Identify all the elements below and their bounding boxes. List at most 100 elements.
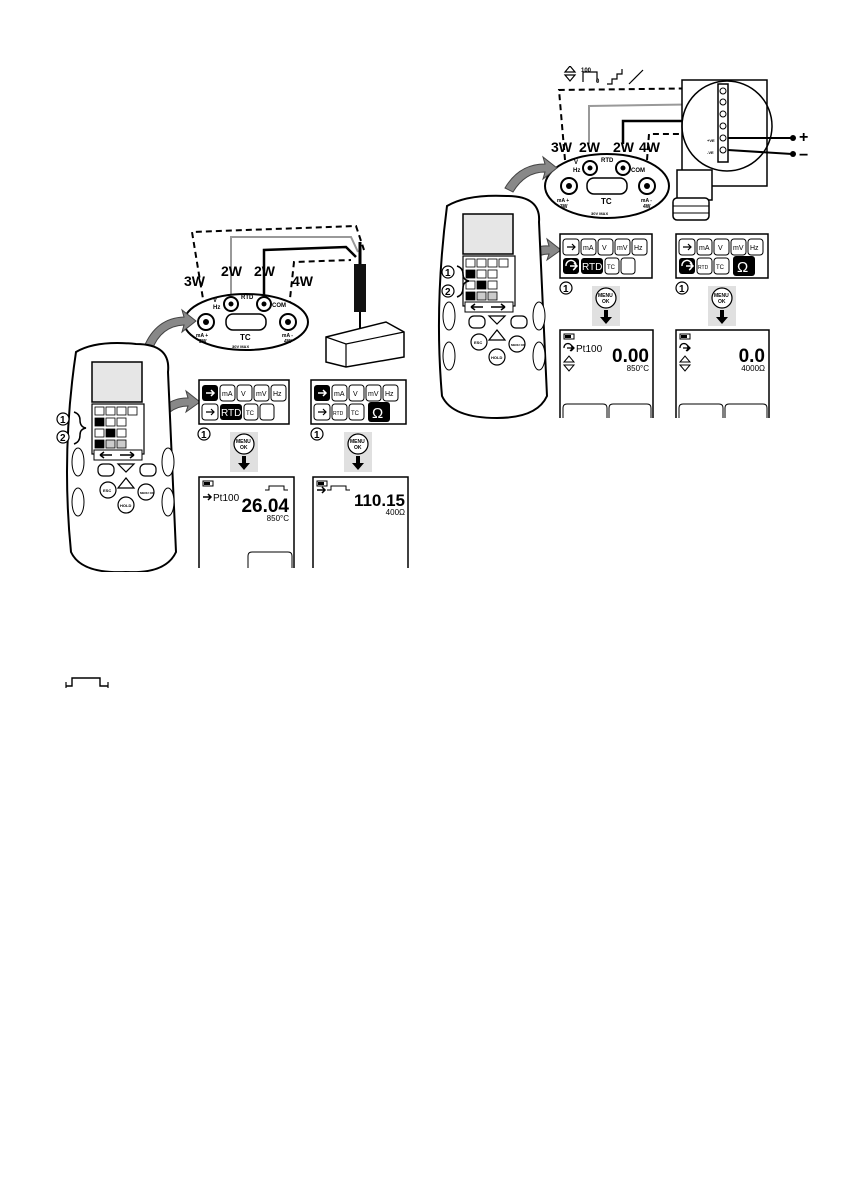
svg-text:2W: 2W — [613, 139, 635, 155]
left-step-b: 1 MENU OK — [310, 427, 372, 472]
left-label-2w-b: 2W — [254, 263, 276, 279]
resistor-icon — [65, 677, 109, 688]
svg-text:850°C: 850°C — [267, 514, 290, 523]
svg-text:RTD: RTD — [601, 158, 614, 164]
svg-text:HOLD: HOLD — [120, 503, 131, 508]
svg-text:Hz: Hz — [634, 245, 643, 252]
svg-text:26.04: 26.04 — [241, 496, 289, 517]
svg-text:1: 1 — [445, 268, 451, 279]
svg-text:MENU: MENU — [350, 439, 365, 445]
svg-text:Hz: Hz — [213, 305, 220, 311]
svg-text:3W: 3W — [560, 204, 568, 210]
svg-text:V: V — [241, 391, 246, 398]
svg-text:0.00: 0.00 — [612, 346, 649, 367]
svg-text:4W: 4W — [643, 204, 651, 210]
right-step-a: 1 MENU OK — [559, 281, 620, 326]
right-step-b: 1 MENU OK — [675, 281, 736, 326]
svg-text:MENU OK: MENU OK — [140, 491, 155, 495]
svg-text:mV: mV — [617, 245, 628, 252]
up-down-icon — [562, 355, 576, 372]
right-figure: 100 0 + − +VE -VE 3W 2W 2W 4W — [437, 66, 808, 420]
resistor-icon — [327, 485, 350, 491]
down-arrow-icon — [352, 456, 364, 470]
svg-text:+VE: +VE — [707, 138, 715, 143]
svg-text:RTD: RTD — [698, 265, 709, 271]
rtd-probe — [325, 242, 405, 368]
down-arrow-icon — [238, 456, 250, 470]
source-arrow-icon — [565, 259, 579, 271]
svg-text:30V MAX: 30V MAX — [232, 344, 249, 349]
callout-2: 2 — [56, 430, 70, 444]
svg-text:−: − — [799, 147, 808, 164]
resistor-icon — [265, 485, 288, 491]
right-display-ohm: 0.0 4000Ω — [675, 329, 770, 418]
up-down-icon — [563, 66, 577, 82]
svg-text:mA: mA — [334, 391, 345, 398]
svg-text:V: V — [602, 245, 607, 252]
svg-text:30V MAX: 30V MAX — [591, 211, 608, 216]
svg-text:0: 0 — [596, 79, 600, 85]
left-figure: 3W 2W 2W 4W V Hz RTD COM TC mA + 3W mA -… — [56, 224, 409, 572]
up-down-icon — [678, 355, 692, 372]
svg-text:Pt100: Pt100 — [213, 493, 240, 504]
svg-text:V: V — [213, 298, 217, 304]
left-label-3w: 3W — [184, 273, 206, 289]
svg-text:TC: TC — [240, 333, 251, 342]
left-handheld-device: ESC MENU OK HOLD — [66, 342, 178, 572]
left-display-ohm: 110.15 400Ω — [312, 476, 409, 568]
svg-text:OK: OK — [602, 299, 610, 305]
output-mode-symbols — [563, 66, 644, 85]
svg-text:mV: mV — [368, 391, 379, 398]
svg-text:mA +: mA + — [196, 333, 208, 339]
svg-text:Hz: Hz — [385, 391, 394, 398]
curved-arrow-icon — [143, 308, 197, 351]
right-menu-panel-ohm: mA V mV Hz RTD TC Ω — [675, 233, 769, 279]
svg-text:TC: TC — [246, 411, 255, 417]
svg-text:RTD: RTD — [241, 295, 254, 301]
svg-text:V: V — [718, 245, 723, 252]
svg-text:RTD: RTD — [582, 262, 602, 273]
svg-text:4000Ω: 4000Ω — [741, 364, 765, 373]
svg-text:850°C: 850°C — [627, 364, 650, 373]
source-arrow-icon — [679, 342, 691, 352]
svg-text:mA +: mA + — [557, 198, 569, 204]
svg-text:1: 1 — [679, 284, 685, 295]
svg-text:1: 1 — [201, 430, 207, 441]
svg-text:Ω: Ω — [372, 405, 383, 422]
svg-text:-VE: -VE — [707, 150, 714, 155]
svg-text:110.15: 110.15 — [354, 491, 405, 510]
transmitter: + − +VE -VE — [672, 79, 808, 221]
svg-text:V: V — [574, 160, 578, 166]
svg-text:Pt100: Pt100 — [576, 344, 603, 355]
left-label-4w: 4W — [292, 273, 314, 289]
svg-text:4W: 4W — [639, 139, 661, 155]
left-step-a: 1 MENU OK — [197, 427, 258, 472]
down-arrow-icon — [600, 310, 612, 324]
callout-2: 2 — [441, 284, 455, 298]
svg-text:MENU: MENU — [714, 293, 729, 299]
svg-text:mA -: mA - — [641, 198, 652, 204]
svg-text:3W: 3W — [199, 339, 207, 345]
svg-text:COM: COM — [272, 303, 286, 309]
svg-text:TC: TC — [601, 197, 612, 206]
right-handheld-device: ESC MENU OK HOLD — [437, 194, 549, 420]
measure-arrow-icon — [203, 493, 213, 501]
svg-text:OK: OK — [354, 445, 362, 451]
left-display-pt100: Pt100 26.04 850°C — [198, 476, 295, 568]
left-menu-panel-ohm: mA V mV Hz RTD TC Ω — [310, 379, 407, 425]
svg-text:MENU: MENU — [236, 439, 251, 445]
svg-text:Hz: Hz — [573, 168, 580, 174]
left-terminal-panel: V Hz RTD COM TC mA + 3W mA - 4W 30V MAX — [183, 293, 309, 351]
svg-text:ESC: ESC — [474, 340, 482, 345]
right-terminal-panel: V Hz RTD COM TC mA + 3W mA - 4W 30V MAX — [544, 153, 670, 219]
svg-text:mA: mA — [222, 391, 233, 398]
svg-text:0.0: 0.0 — [739, 346, 765, 367]
svg-text:400Ω: 400Ω — [386, 508, 405, 517]
svg-text:1: 1 — [563, 284, 569, 295]
svg-text:ESC: ESC — [103, 488, 111, 493]
svg-text:2: 2 — [445, 287, 451, 298]
svg-text:Hz: Hz — [273, 391, 282, 398]
svg-text:mA: mA — [699, 245, 710, 252]
svg-text:OK: OK — [240, 445, 248, 451]
svg-text:TC: TC — [607, 265, 616, 271]
